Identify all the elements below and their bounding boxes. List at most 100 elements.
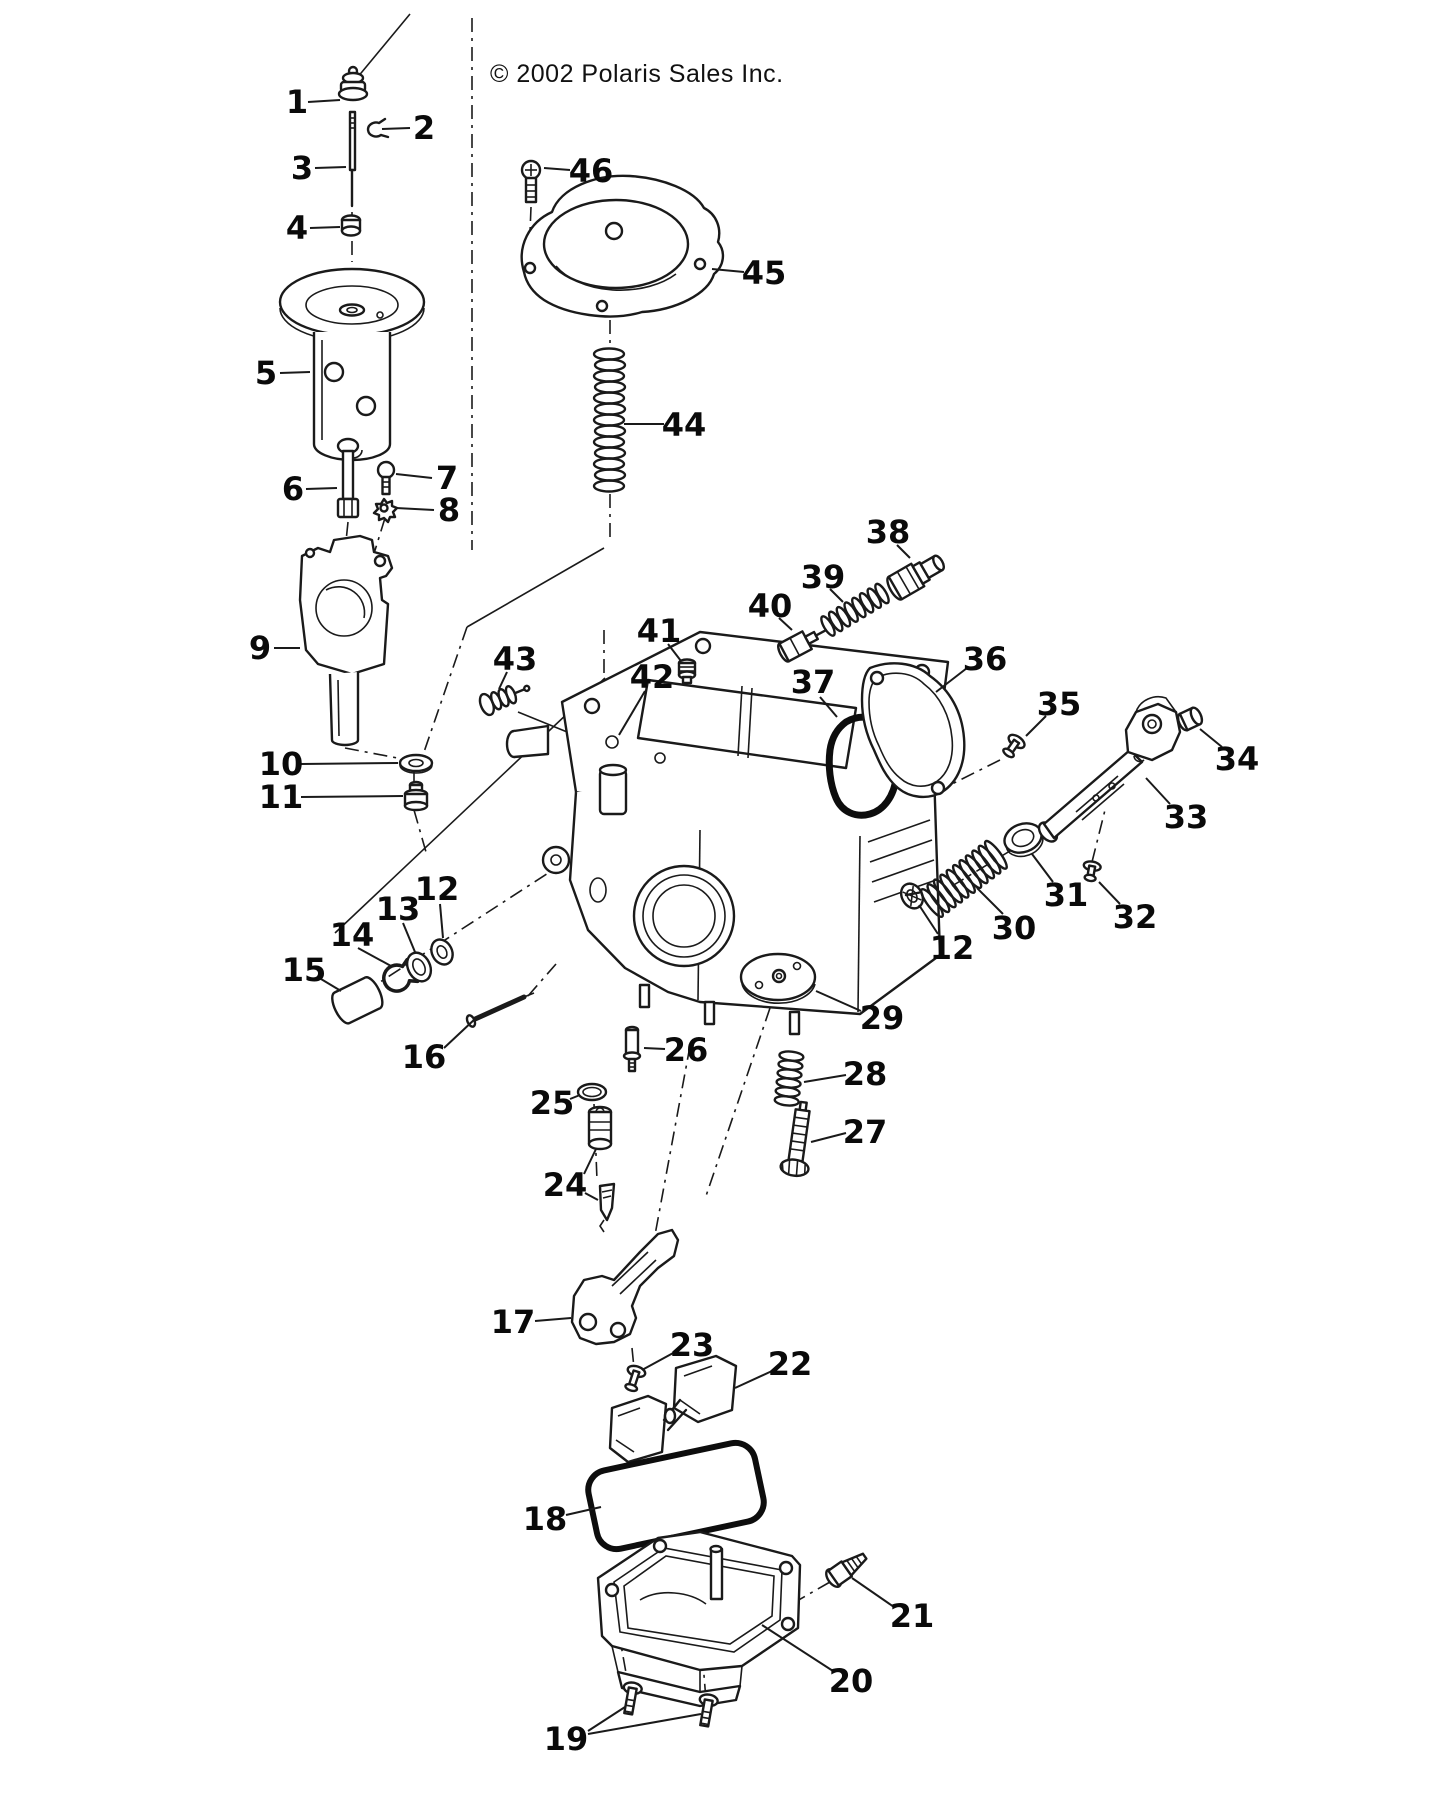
callout-label-5: 5	[255, 354, 277, 392]
callout-leader-4	[309, 226, 341, 229]
callout-leader-26	[643, 1047, 666, 1050]
callout-label-4: 4	[286, 209, 308, 247]
callout-label-46: 46	[569, 152, 614, 190]
part-36-cover-plate	[860, 662, 966, 799]
callout-leader-18	[565, 1506, 602, 1516]
callout-label-12: 12	[930, 929, 975, 967]
callout-label-13: 13	[376, 890, 421, 928]
callout-label-29: 29	[860, 999, 905, 1037]
part-5-vacuum-slide	[278, 267, 426, 462]
part-40-plunger	[777, 629, 826, 663]
callout-leader-1	[307, 99, 341, 103]
callout-label-30: 30	[992, 909, 1037, 947]
callout-leader-7	[395, 473, 433, 479]
part-27-adjuster-screw	[779, 1100, 811, 1178]
part-25-o-ring	[576, 1082, 608, 1102]
part-3-jet-needle	[348, 110, 357, 208]
part-33-throttle-shaft	[1037, 696, 1182, 843]
callout-leader-46	[543, 167, 571, 171]
callout-label-45: 45	[742, 254, 787, 292]
part-11-grommet	[403, 780, 429, 812]
callout-leader-2	[381, 127, 411, 130]
callout-leader-29	[815, 990, 862, 1012]
callout-label-14: 14	[330, 916, 375, 954]
callout-leader-11	[300, 795, 404, 798]
callout-label-21: 21	[890, 1597, 935, 1635]
callout-label-38: 38	[866, 513, 911, 551]
callout-label-42: 42	[630, 658, 675, 696]
part-24-float-valve	[587, 1105, 616, 1233]
part-14-e-clip	[382, 958, 420, 993]
callout-leader-28	[803, 1074, 847, 1083]
callout-label-41: 41	[637, 612, 682, 650]
part-46-cover-screw	[520, 159, 542, 204]
callout-label-31: 31	[1044, 876, 1089, 914]
part-4-spacer	[340, 214, 362, 237]
callout-leader-24	[584, 1192, 599, 1201]
part-20-float-bowl	[596, 1530, 802, 1708]
callout-leader-15	[320, 978, 342, 992]
callout-label-27: 27	[843, 1113, 888, 1151]
callout-leader-30	[976, 887, 1004, 915]
callout-leader-6	[305, 487, 338, 490]
callout-label-16: 16	[402, 1038, 447, 1076]
callout-label-3: 3	[291, 149, 313, 187]
part-16-pin	[465, 992, 535, 1028]
part-9-plunger-housing	[298, 534, 394, 747]
callout-leader-40	[778, 617, 793, 631]
callout-leader-14	[357, 947, 392, 967]
part-12-seal-left	[430, 938, 454, 966]
part-23-pivot-screw	[624, 1364, 647, 1393]
callout-leader-25	[569, 1094, 581, 1100]
part-44-slide-spring	[592, 347, 627, 493]
part-6-bolt	[336, 437, 360, 519]
callout-leader-39	[829, 588, 844, 603]
callout-leader-33	[1145, 777, 1171, 805]
callout-label-33: 33	[1164, 798, 1209, 836]
callout-label-43: 43	[493, 640, 538, 678]
part-32-screw	[1082, 860, 1102, 883]
callout-label-28: 28	[843, 1055, 888, 1093]
callout-leader-12	[439, 903, 444, 939]
callout-leader-43	[498, 671, 508, 690]
callout-label-15: 15	[282, 951, 327, 989]
callout-leader-35	[1025, 715, 1047, 737]
part-15-cap	[331, 976, 384, 1025]
callout-label-35: 35	[1037, 685, 1082, 723]
callout-leader-45	[711, 268, 745, 273]
callout-label-17: 17	[491, 1303, 536, 1341]
callout-leader-27	[810, 1132, 847, 1143]
callout-leader-5	[279, 371, 311, 374]
callout-leader-31	[1031, 853, 1054, 883]
callout-label-11: 11	[259, 778, 304, 816]
callout-label-24: 24	[543, 1166, 588, 1204]
callout-label-44: 44	[662, 406, 707, 444]
part-19-bowl-screws	[622, 1681, 719, 1728]
callout-label-1: 1	[286, 83, 308, 121]
callout-label-36: 36	[963, 640, 1008, 678]
part-45-diaphragm-cover	[520, 174, 725, 318]
callout-label-26: 26	[664, 1031, 709, 1069]
callout-leader-34	[1199, 728, 1223, 748]
part-35-cover-screw	[1002, 733, 1026, 759]
part-13-seal	[405, 951, 433, 983]
callout-label-23: 23	[670, 1326, 715, 1364]
part-17-bracket	[570, 1228, 680, 1346]
part-1-grommet	[337, 65, 369, 102]
part-26-main-jet	[622, 1025, 642, 1073]
part-7-screw	[376, 460, 396, 496]
callout-leader-19	[587, 1713, 702, 1735]
part-2-e-clip	[366, 117, 390, 139]
part-8-lock-washer	[372, 497, 399, 524]
part-30-return-spring	[904, 839, 1008, 919]
part-34-bushing	[1176, 706, 1204, 732]
callout-leader-32	[1098, 881, 1121, 905]
callout-label-34: 34	[1215, 740, 1260, 778]
copyright-text: © 2002 Polaris Sales Inc.	[490, 60, 784, 88]
callout-label-8: 8	[438, 491, 460, 529]
callout-label-37: 37	[791, 663, 836, 701]
callout-label-10: 10	[259, 745, 304, 783]
callout-leader-24	[583, 1148, 597, 1175]
